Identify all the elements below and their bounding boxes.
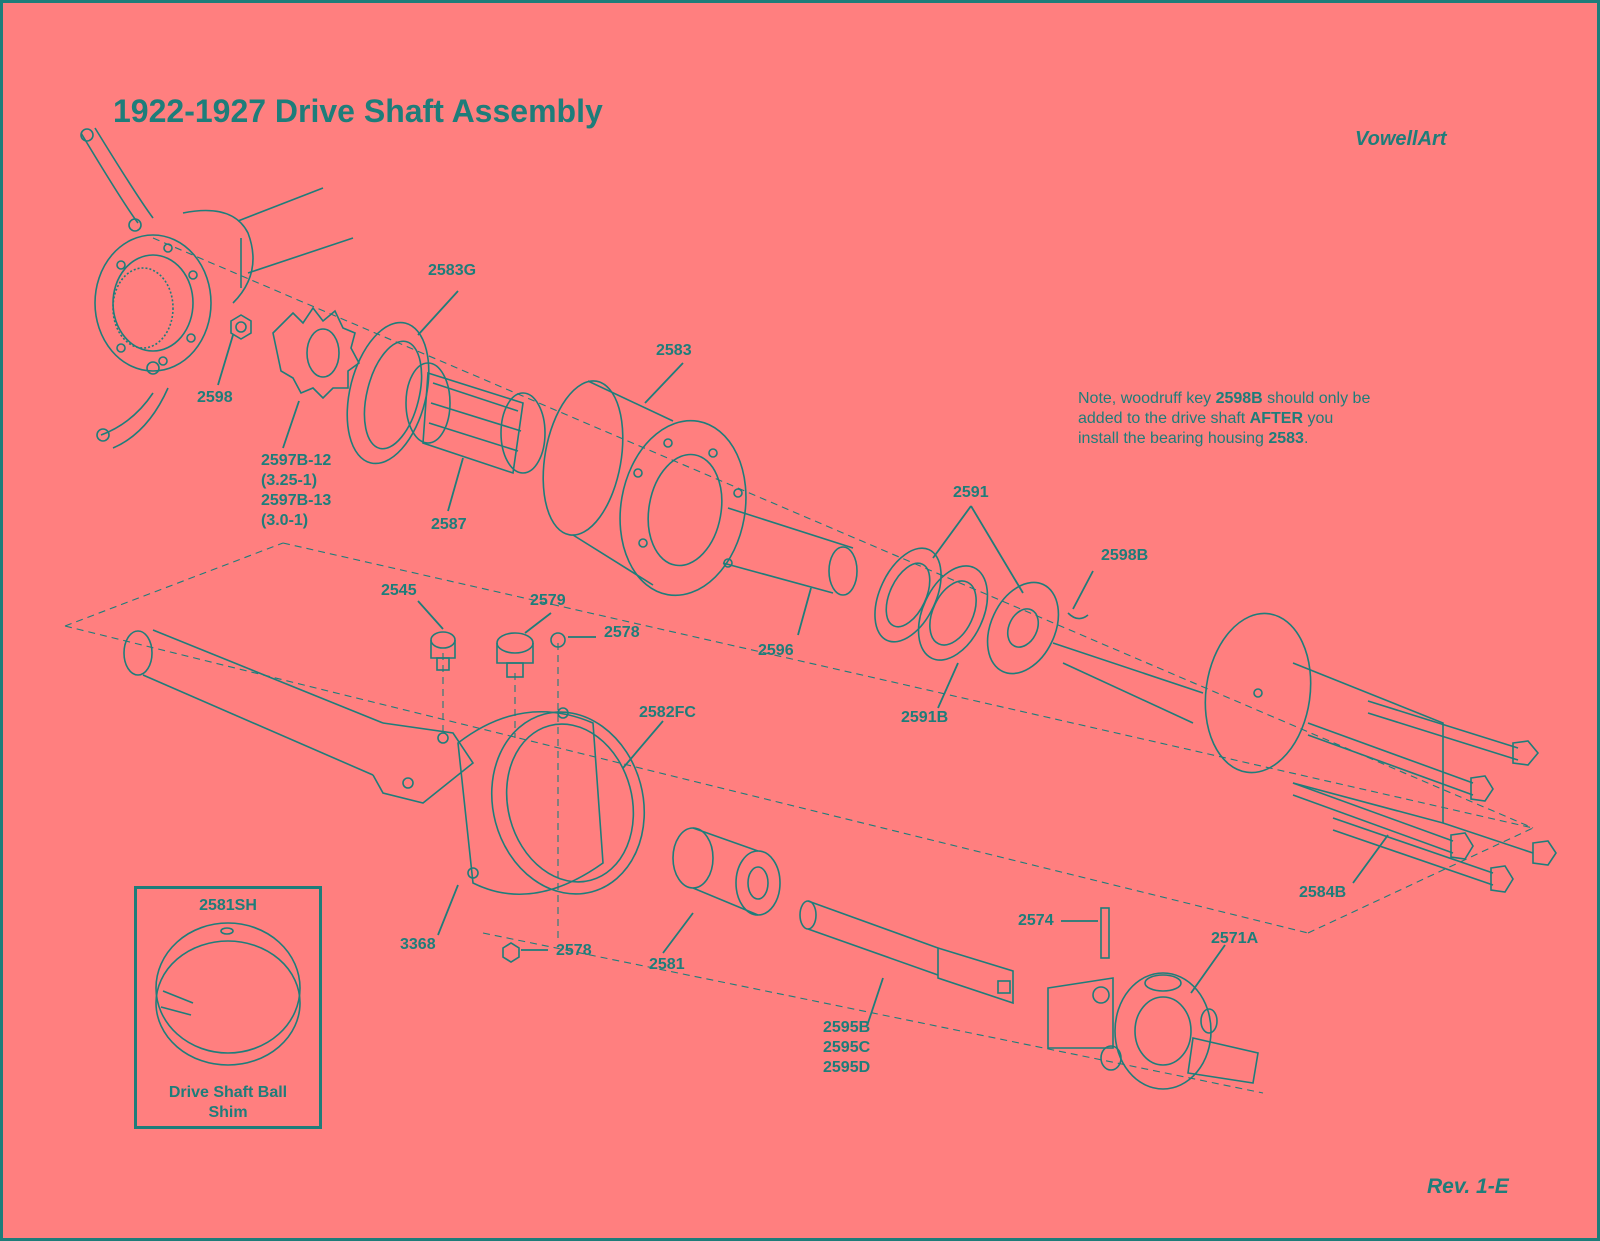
part-label-2581: 2581 [649,956,685,973]
roller-bearing-drawing [405,362,546,475]
installation-note: Note, woodruff key 2598B should only be … [1078,390,1371,447]
brand-label: VowellArt [1355,128,1447,150]
diagram-title: 1922-1927 Drive Shaft Assembly [113,93,603,129]
shim-inset-box [134,886,322,1129]
pinion-nut-drawing [230,314,252,340]
part-label-2597B-group: 2597B-12 (3.25-1) 2597B-13 (3.0-1) [261,452,332,529]
part-label-2595-group: 2595B 2595C 2595D [823,1019,871,1076]
fittings-drawing [430,631,566,963]
part-label-2591: 2591 [953,484,989,501]
part-label-2581SH: 2581SH [199,897,257,914]
part-label-2578-top: 2578 [604,624,640,641]
part-label-2579: 2579 [530,592,566,609]
bushing-drawing [672,827,781,916]
part-label-2571A: 2571A [1211,930,1259,947]
revision-label: Rev. 1-E [1427,1175,1509,1198]
drive-shaft-drawing [1052,612,1444,825]
front-shaft-drawing [799,900,1014,1005]
part-label-2591B: 2591B [901,709,949,726]
part-label-2545: 2545 [381,582,417,599]
part-label-2583G: 2583G [428,262,477,279]
part-label-2584B: 2584B [1299,884,1347,901]
bolts-drawing [1292,700,1557,893]
part-label-2598: 2598 [197,389,233,406]
part-label-2574: 2574 [1018,912,1054,929]
torque-tube-drawing [123,629,646,896]
exploded-view-drawing [64,127,1557,1094]
universal-joint-drawing [1047,907,1259,1090]
shim-caption: Drive Shaft Ball Shim [168,1084,288,1121]
part-label-2596: 2596 [758,642,794,659]
part-label-3368: 3368 [400,936,436,953]
bearing-housing-drawing [542,380,747,597]
part-label-2587: 2587 [431,516,467,533]
pinion-gear-drawing [272,306,361,400]
shim-drawing [155,922,301,1066]
part-label-2583: 2583 [656,342,692,359]
gasket-drawing [346,321,430,465]
rear-axle-housing-drawing [80,127,354,449]
woodruff-key-drawing [1067,612,1089,620]
part-label-2578-bottom: 2578 [556,942,592,959]
thrust-bearing-drawing [874,547,1060,675]
part-label-2598B: 2598B [1101,547,1149,564]
centerlines [64,237,1534,1094]
leader-lines [217,290,1389,1024]
part-label-2582FC: 2582FC [639,704,696,721]
sleeve-drawing [722,507,858,596]
